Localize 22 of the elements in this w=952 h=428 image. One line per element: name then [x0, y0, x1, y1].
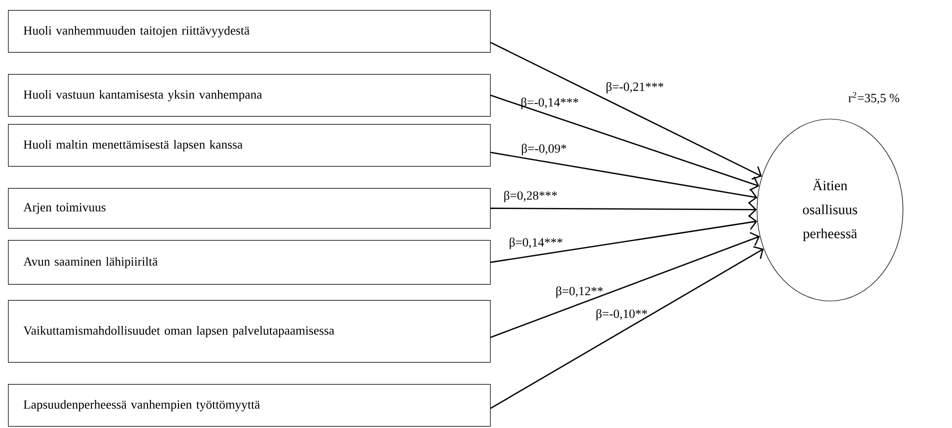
text-box: Lapsuudenperheessä vanhempien työttömyyttä — [8, 384, 491, 427]
edge-label: β=0,14*** — [510, 238, 562, 250]
text-box: Huoli vastuun kantamisesta yksin vanhempana — [8, 74, 491, 117]
text-box: Huoli maltin menettämisestä lapsen kanssa — [8, 124, 491, 167]
fit-statistic: r$^{2}$=35,5 % — [848, 92, 900, 104]
arrow — [490, 202, 757, 218]
arrow — [490, 152, 758, 204]
arrow — [490, 232, 760, 338]
text-box: Avun saaminen lähipiiriltä — [8, 240, 491, 285]
text-box: Vaikuttamismahdollisuudet oman lapsen palvelutapaamisessa — [8, 300, 491, 363]
edge-label: β=-0,14*** — [521, 98, 578, 110]
arrow — [490, 94, 760, 191]
text-box: Huoli vanhemmuuden taitojen riittävyydestä — [8, 10, 491, 53]
edge-label: β=0,28*** — [504, 190, 557, 202]
arrow — [490, 246, 764, 409]
arrow — [490, 42, 762, 180]
arrow — [490, 214, 758, 263]
text-box: Arjen toimivuus — [8, 188, 491, 229]
edge-label: β=-0,09* — [522, 144, 566, 156]
edge-label: β=0,12** — [556, 286, 603, 298]
edge-label: β=-0,21*** — [606, 82, 664, 94]
edge-label: β=-0,10** — [596, 309, 648, 321]
